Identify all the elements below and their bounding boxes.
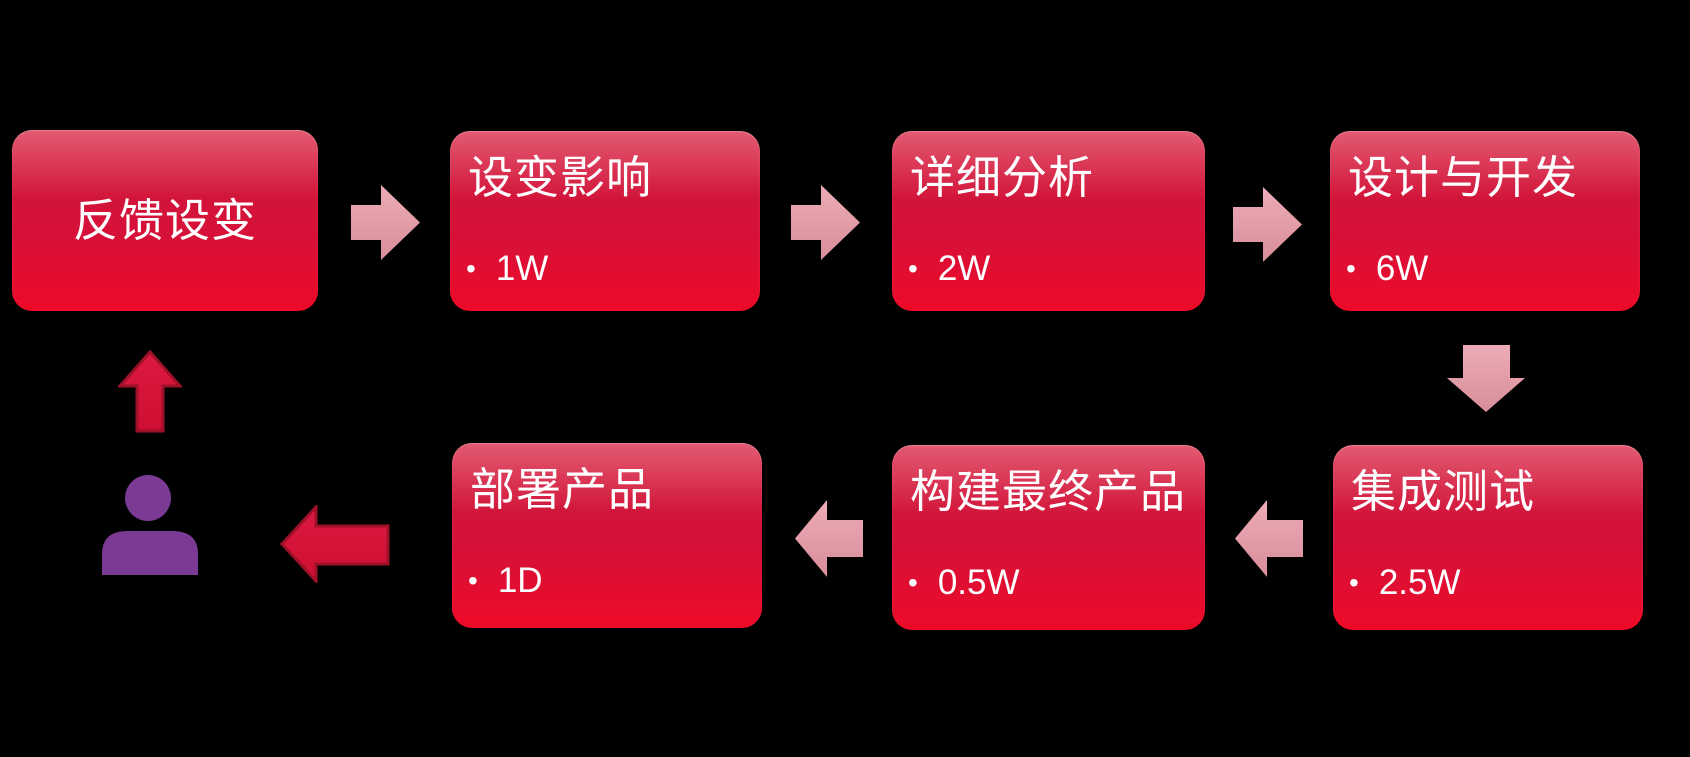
arrow-right-icon: [791, 185, 860, 260]
arrow-left-icon: [795, 500, 863, 577]
step-duration: • 1D: [468, 561, 543, 601]
step-box-integration-testing: 集成测试 • 2.5W: [1333, 445, 1643, 630]
duration-value: 2W: [937, 249, 991, 288]
arrow-left-red-icon: [280, 505, 390, 583]
step-box-feedback-change: 反馈设变: [12, 130, 318, 311]
step-box-change-impact: 设变影响 • 1W: [450, 131, 760, 311]
bullet-icon: •: [908, 567, 918, 598]
duration-value: 6W: [1375, 249, 1429, 288]
bullet-icon: •: [1349, 567, 1359, 598]
person-icon: [100, 474, 200, 576]
step-duration: • 2.5W: [1349, 563, 1461, 603]
duration-value: 2.5W: [1378, 563, 1461, 602]
step-title: 设变影响: [468, 152, 653, 203]
step-duration: • 0.5W: [908, 563, 1020, 603]
step-box-build-final-product: 构建最终产品 • 0.5W: [892, 445, 1205, 630]
step-duration: • 6W: [1346, 249, 1428, 289]
step-box-detailed-analysis: 详细分析 • 2W: [892, 131, 1205, 311]
duration-value: 1D: [497, 561, 543, 600]
step-title: 详细分析: [910, 152, 1095, 203]
step-title: 集成测试: [1351, 466, 1536, 517]
step-title: 部署产品: [470, 464, 655, 515]
step-duration: • 1W: [466, 249, 548, 289]
bullet-icon: •: [1346, 253, 1356, 284]
step-title: 设计与开发: [1348, 152, 1579, 203]
bullet-icon: •: [468, 565, 478, 596]
bullet-icon: •: [908, 253, 918, 284]
step-box-deploy-product: 部署产品 • 1D: [452, 443, 762, 628]
step-title: 反馈设变: [72, 194, 257, 246]
step-title: 构建最终产品: [910, 466, 1187, 517]
duration-value: 1W: [495, 249, 549, 288]
step-box-design-development: 设计与开发 • 6W: [1330, 131, 1640, 311]
bullet-icon: •: [466, 253, 476, 284]
arrow-right-icon: [1233, 187, 1302, 262]
arrow-right-icon: [351, 185, 420, 260]
arrow-down-icon: [1447, 345, 1525, 412]
arrow-left-icon: [1235, 500, 1303, 577]
arrow-up-red-icon: [118, 350, 182, 433]
duration-value: 0.5W: [937, 563, 1020, 602]
step-duration: • 2W: [908, 249, 990, 289]
